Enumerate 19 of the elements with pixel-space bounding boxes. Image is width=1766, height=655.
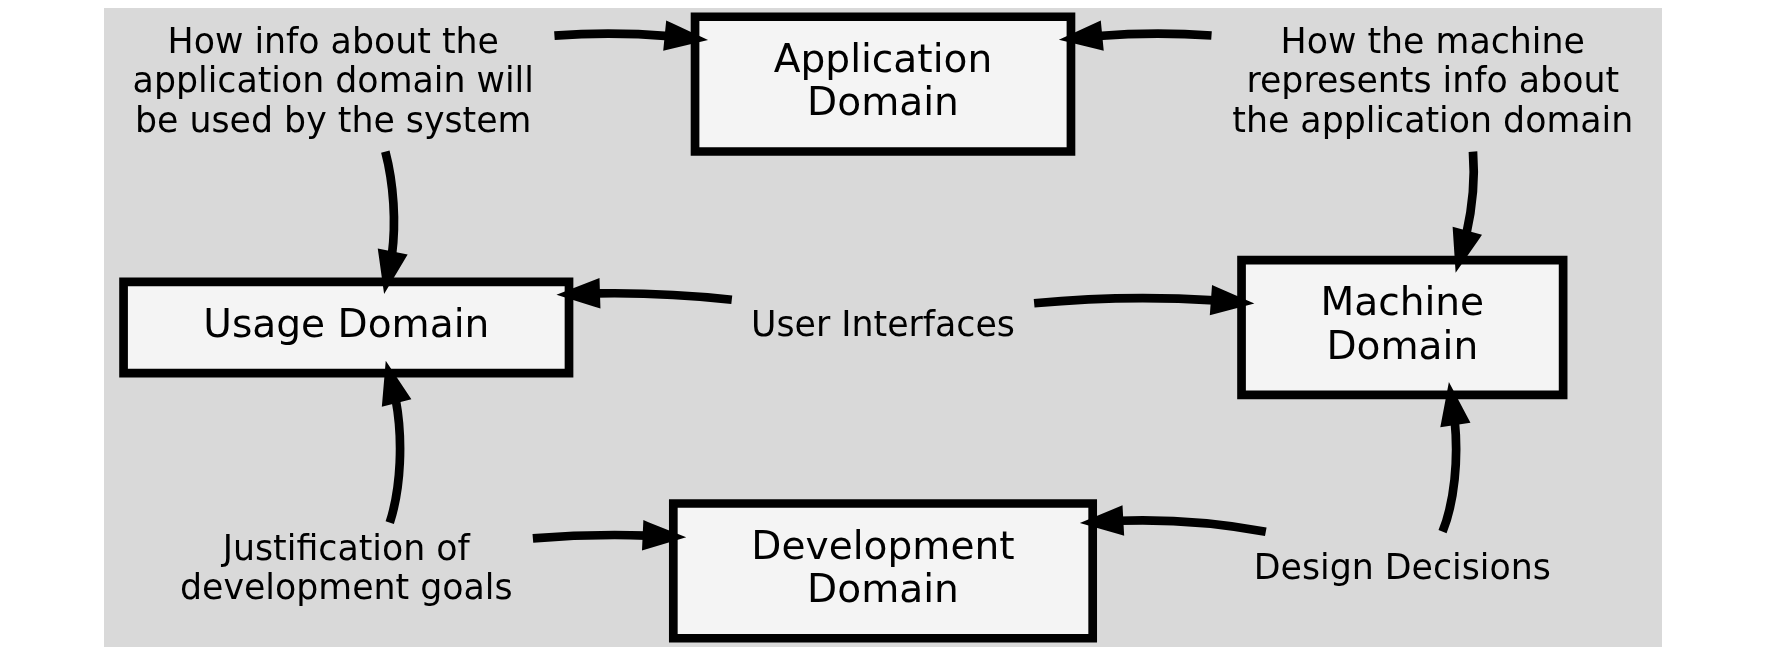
arrow: [556, 278, 733, 309]
node-box: Application Domain: [690, 12, 1076, 156]
arrow: [1438, 382, 1471, 534]
arrow: [1452, 151, 1482, 273]
node-text: How info about the application domain will be used by the system: [132, 21, 534, 140]
node-text: Justification of development goals: [179, 527, 513, 607]
arrow: [532, 520, 687, 551]
node-box: Usage Domain: [119, 277, 574, 378]
node-text: User Interfaces: [751, 303, 1015, 344]
arrow: [1079, 505, 1267, 536]
arrow: [381, 360, 412, 524]
arrow: [554, 20, 709, 51]
arrow: [1033, 284, 1255, 316]
node-box: Machine Domain: [1237, 255, 1568, 400]
arrow: [377, 150, 408, 295]
node-box: Development Domain: [668, 499, 1098, 643]
node-text: Design Decisions: [1253, 547, 1551, 588]
node-text: How the machine represents info about the application domain: [1232, 21, 1634, 140]
arrow: [1058, 20, 1212, 51]
